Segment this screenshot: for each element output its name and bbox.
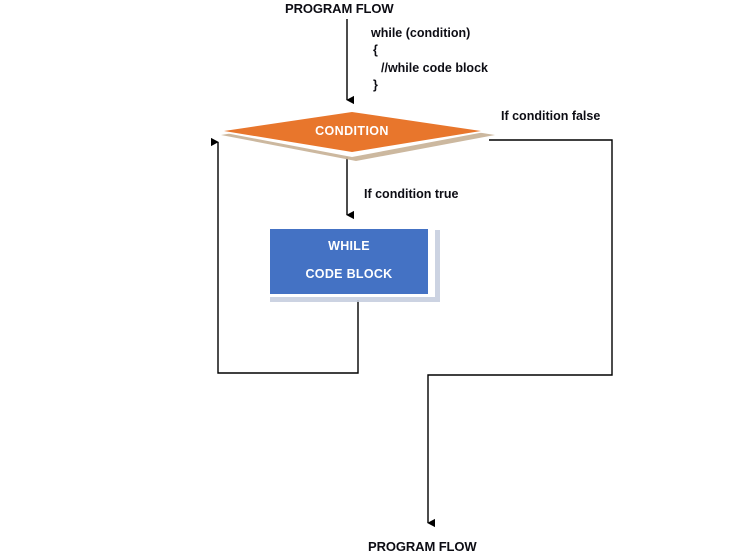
connector-loopback <box>211 137 359 374</box>
page-title-top: PROGRAM FLOW <box>285 1 394 16</box>
code-line-while: while (condition) <box>371 26 471 40</box>
branch-label-false: If condition false <box>501 109 601 123</box>
process-shape[interactable] <box>270 229 428 294</box>
process-label-line1: WHILE <box>328 239 370 253</box>
branch-label-true: If condition true <box>364 187 459 201</box>
decision-label: CONDITION <box>315 124 389 138</box>
code-line-comment: //while code block <box>381 61 488 75</box>
process-label-line2: CODE BLOCK <box>305 267 393 281</box>
code-line-close-brace: } <box>373 78 378 92</box>
code-line-open-brace: { <box>373 43 378 57</box>
decision-shape[interactable] <box>224 112 481 152</box>
connector-false-branch <box>427 139 613 528</box>
page-title-bottom: PROGRAM FLOW <box>368 539 477 554</box>
